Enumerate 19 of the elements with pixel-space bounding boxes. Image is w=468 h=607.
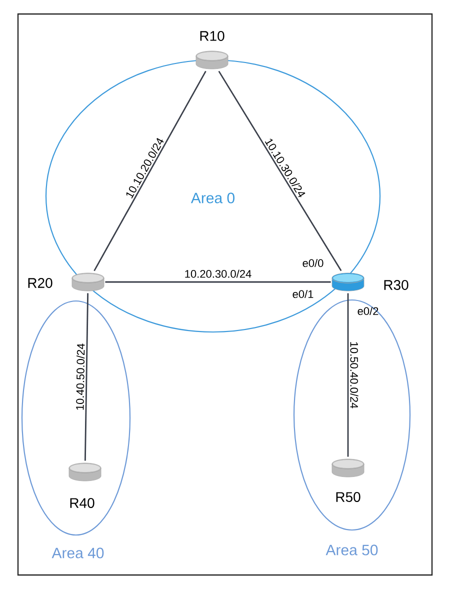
link-line — [84, 293, 89, 461]
router-label: R50 — [336, 492, 360, 502]
router-label: R10 — [200, 31, 224, 41]
router-label: R20 — [28, 278, 52, 288]
interface-label: e0/0 — [302, 258, 324, 268]
area-label: Area 50 — [326, 544, 378, 556]
link-line — [94, 70, 206, 272]
link-line — [218, 70, 342, 272]
router-label: R30 — [384, 280, 408, 290]
router-label: R40 — [70, 498, 94, 508]
edge-label: 10.50.40.0/24 — [350, 342, 358, 408]
edge-label: 10.20.30.0/24 — [185, 270, 252, 278]
link-line — [347, 293, 349, 457]
interface-label: e0/2 — [358, 306, 378, 316]
interface-label: e0/1 — [292, 290, 314, 298]
area-label: Area 40 — [52, 548, 104, 558]
edge-label: 10.40.50.0/24 — [76, 344, 85, 410]
link-line — [105, 281, 331, 283]
area-label: Area 0 — [190, 192, 234, 204]
